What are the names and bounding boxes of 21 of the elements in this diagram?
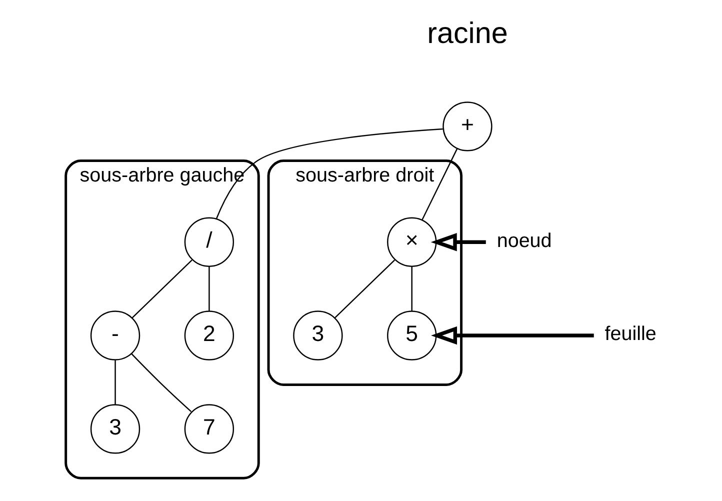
connector [130,353,192,412]
arrow [430,326,594,345]
node-text: feuille [604,323,656,346]
node-text: noeud [496,230,552,252]
connector [114,360,116,404]
connector [131,260,192,318]
node-circle: + [442,102,492,152]
node-circle: 7 [184,404,234,454]
node-circle: 3 [90,404,140,454]
node-circle: - [90,310,140,360]
node-circle: 3 [292,310,342,360]
connector [216,128,442,219]
node-circle: × [386,217,436,267]
connector [334,260,395,318]
arrow [430,232,486,252]
connector [208,266,210,311]
node-label: racine [426,16,508,50]
node-circle: / [184,217,234,267]
node-circle: 5 [386,310,436,360]
node-circle: 2 [184,310,234,360]
connector [410,266,412,311]
